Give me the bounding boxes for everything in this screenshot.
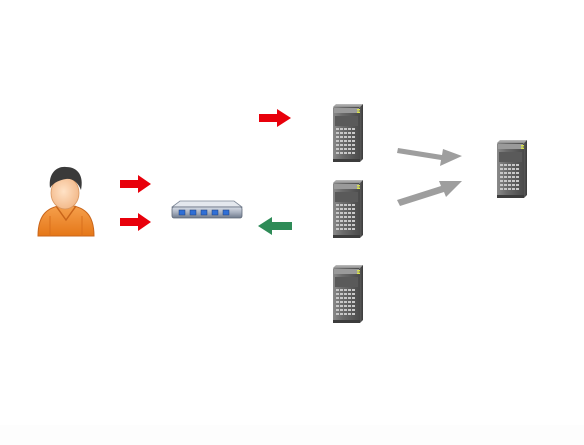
incoming-to-server-1-arrow <box>259 109 291 127</box>
server-2-to-server-4-arrow <box>397 181 462 206</box>
server-icon-3 <box>333 265 363 323</box>
server-1-to-server-4-arrow <box>397 148 462 166</box>
server-icon-4 <box>497 140 527 198</box>
bottom-band <box>0 425 584 445</box>
user-to-switch-arrow-2 <box>120 213 151 231</box>
network-switch-icon <box>170 200 244 219</box>
server-icon-2 <box>333 180 363 238</box>
user-icon <box>37 166 95 237</box>
return-to-switch-arrow <box>258 217 292 235</box>
user-to-switch-arrow-1 <box>120 175 151 193</box>
server-icon-1 <box>333 104 363 162</box>
